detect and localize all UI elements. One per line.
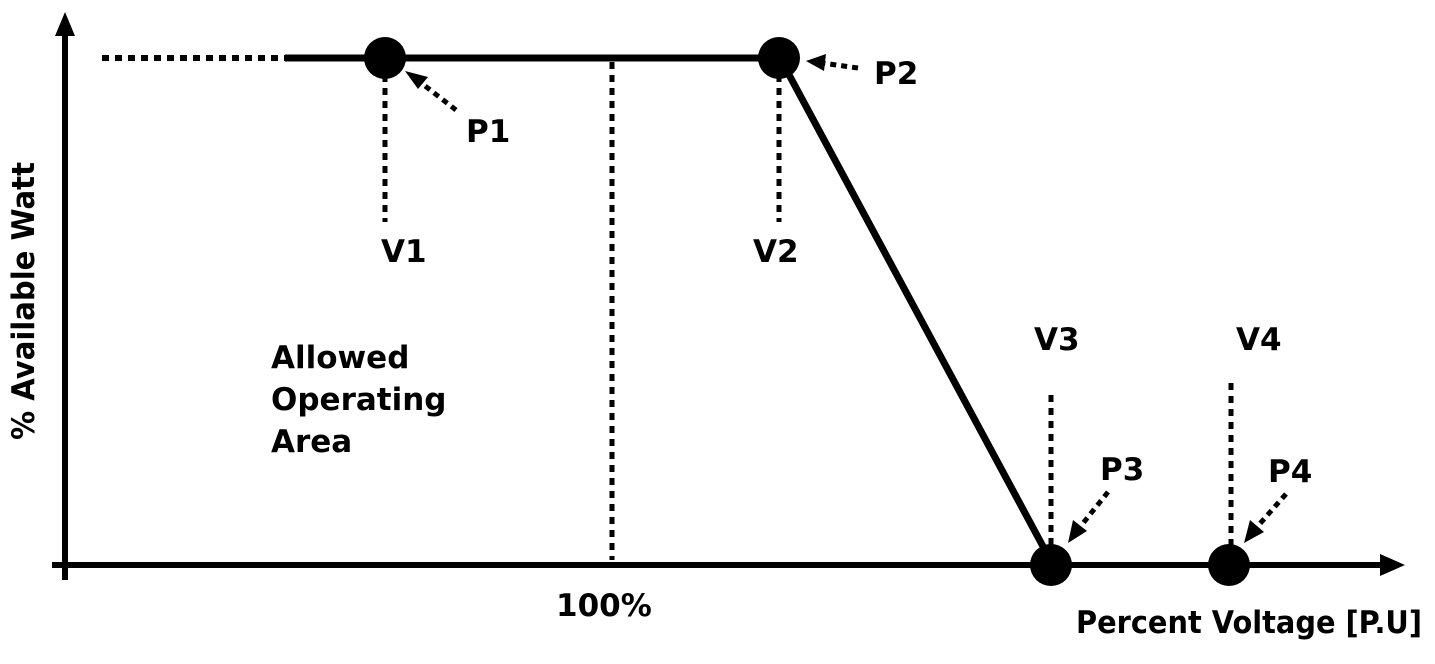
p1-pointer-arrow-icon	[405, 71, 428, 89]
label-v3: V3	[1034, 322, 1080, 358]
label-p3: P3	[1100, 452, 1144, 488]
p3-pointer-arrow-icon	[1068, 520, 1087, 543]
label-p4: P4	[1268, 454, 1312, 490]
y-axis-label: % Available Watt	[6, 162, 42, 440]
label-v2: V2	[753, 234, 799, 270]
x-mark-label: 100%	[556, 588, 652, 624]
p2-pointer	[806, 54, 859, 71]
x-axis-arrow-icon	[1380, 554, 1405, 576]
p4-pointer	[1244, 492, 1288, 543]
label-v1: V1	[381, 234, 427, 270]
p1-pointer	[405, 71, 458, 112]
label-p2: P2	[874, 56, 918, 92]
point-p2	[758, 37, 800, 79]
p4-pointer-arrow-icon	[1244, 520, 1264, 543]
volt-watt-curve	[285, 54, 1057, 567]
region-label-line-1: Allowed	[271, 340, 409, 376]
label-p1: P1	[466, 114, 510, 150]
region-label-line-2: Operating	[271, 382, 446, 418]
p2-pointer-arrow-icon	[806, 54, 826, 71]
label-v4: V4	[1236, 322, 1282, 358]
region-label-line-3: Area	[271, 424, 352, 460]
point-p3	[1030, 544, 1072, 586]
p3-pointer	[1068, 490, 1110, 543]
point-p1	[364, 37, 406, 79]
x-axis-label: Percent Voltage [P.U]	[1076, 605, 1422, 641]
point-p4	[1208, 544, 1250, 586]
y-axis-arrow-icon	[55, 12, 75, 36]
